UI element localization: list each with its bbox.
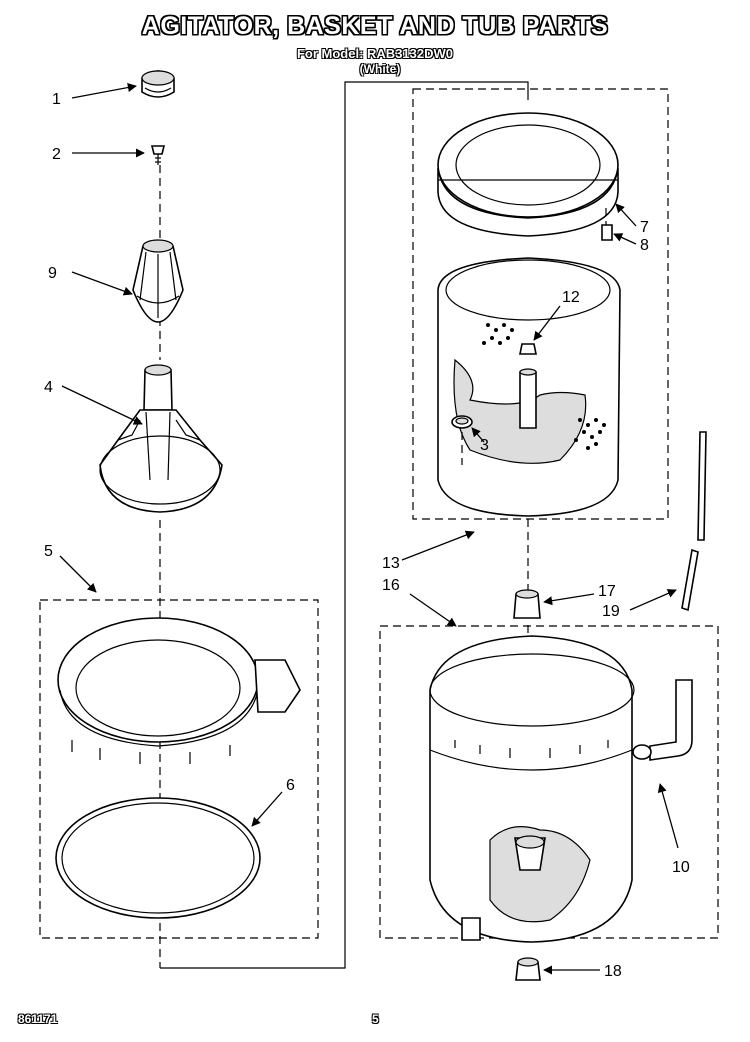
drain-cap-part bbox=[515, 957, 541, 981]
basket-plug-part bbox=[451, 415, 473, 465]
hose-part bbox=[681, 431, 707, 612]
callout-16: 16 bbox=[382, 577, 400, 594]
clip-part bbox=[601, 208, 613, 241]
callout-8: 8 bbox=[640, 237, 649, 254]
callout-19: 19 bbox=[602, 603, 620, 620]
callout-5: 5 bbox=[44, 543, 53, 560]
callout-2: 2 bbox=[52, 146, 61, 163]
callout-9: 9 bbox=[48, 265, 57, 282]
bolt-part bbox=[150, 145, 166, 165]
basket-perforations bbox=[482, 323, 606, 450]
callout-17: 17 bbox=[598, 583, 616, 600]
page-number: 5 bbox=[372, 1012, 379, 1026]
agitator-base-part bbox=[99, 364, 223, 513]
document-number: 861171 bbox=[18, 1012, 58, 1026]
callout-18: 18 bbox=[604, 963, 622, 980]
model-color: (White) bbox=[359, 62, 401, 76]
callout-1: 1 bbox=[52, 91, 61, 108]
tub-seal-part bbox=[55, 797, 261, 919]
agitator-cap-part bbox=[141, 70, 175, 98]
outer-tub-part bbox=[429, 635, 635, 943]
model-number: For Model: RAB3132DW0 bbox=[296, 46, 454, 61]
assembly-axis-left bbox=[159, 81, 529, 969]
callout-4: 4 bbox=[44, 379, 53, 396]
leader-lines bbox=[59, 83, 679, 975]
callout-7: 7 bbox=[640, 219, 649, 236]
callout-13: 13 bbox=[382, 555, 400, 572]
balance-ring-part bbox=[437, 112, 619, 237]
page-title: AGITATOR, BASKET AND TUB PARTS bbox=[141, 12, 609, 40]
basket-drive-nut-part bbox=[519, 343, 537, 355]
callout-10: 10 bbox=[672, 859, 690, 876]
callout-6: 6 bbox=[286, 777, 295, 794]
tub-ring-part bbox=[57, 617, 301, 764]
agitator-auger-part bbox=[132, 239, 184, 323]
callout-12: 12 bbox=[562, 289, 580, 306]
tub-ring-group-box bbox=[39, 599, 319, 939]
basket-part bbox=[437, 257, 621, 517]
callout-3: 3 bbox=[480, 437, 489, 454]
bushing-part bbox=[513, 589, 541, 619]
basket-group-box bbox=[412, 88, 669, 520]
pressure-hose-part bbox=[632, 679, 693, 761]
